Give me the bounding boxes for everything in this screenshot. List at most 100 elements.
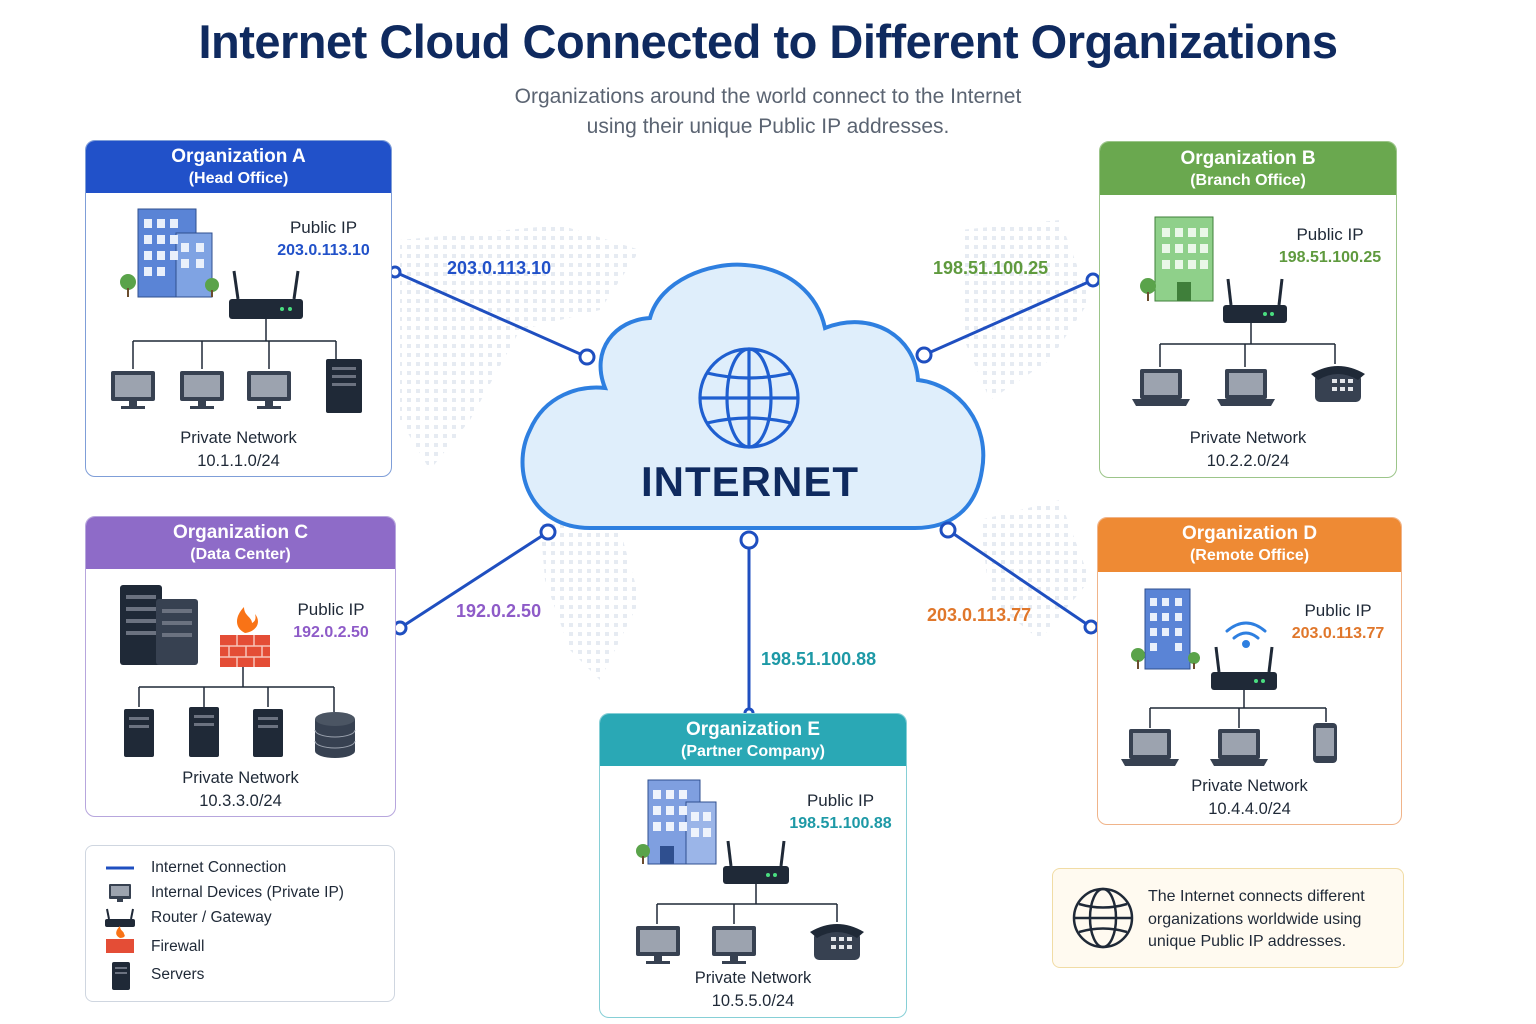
org-card-b: Organization B (Branch Office) Public IP… bbox=[1099, 141, 1397, 478]
laptop-icon bbox=[1210, 729, 1268, 766]
building-icon bbox=[1131, 588, 1200, 670]
legend-item-router: Router / Gateway bbox=[151, 909, 272, 926]
page-title: Internet Cloud Connected to Different Or… bbox=[198, 15, 1338, 68]
internet-label: INTERNET bbox=[641, 458, 859, 505]
legend-item-firewall: Firewall bbox=[151, 938, 205, 955]
building-icon bbox=[1140, 216, 1214, 302]
org-b-network bbox=[1132, 216, 1365, 406]
public-ip-label: Public IP bbox=[806, 791, 875, 810]
org-name: Organization E bbox=[685, 719, 821, 740]
org-role: (Partner Company) bbox=[680, 743, 826, 760]
globe-icon bbox=[1072, 887, 1134, 949]
public-ip-value: 192.0.2.50 bbox=[293, 624, 369, 641]
phone-icon bbox=[1311, 366, 1365, 402]
link-label-b: 198.51.100.25 bbox=[933, 258, 1049, 278]
info-note: The Internet connects different organiza… bbox=[1052, 868, 1404, 968]
server-icon bbox=[253, 709, 283, 757]
info-text: The Internet connects different organiza… bbox=[1148, 886, 1393, 954]
public-ip-block: Public IP 192.0.2.50 bbox=[276, 598, 386, 644]
private-network-value: 10.1.1.0/24 bbox=[197, 452, 280, 470]
link-label-e: 198.51.100.88 bbox=[761, 649, 877, 669]
link-label-d: 203.0.113.77 bbox=[927, 605, 1032, 625]
private-network-label: Private Network bbox=[182, 769, 299, 787]
monitor-icon bbox=[712, 926, 756, 964]
private-network-label: Private Network bbox=[180, 429, 297, 447]
public-ip-value: 203.0.113.10 bbox=[277, 242, 370, 259]
private-network-value: 10.2.2.0/24 bbox=[1206, 452, 1290, 470]
link-line-a bbox=[394, 270, 588, 359]
org-card-e: Organization E (Partner Company) Public … bbox=[599, 713, 907, 1018]
monitor-icon bbox=[111, 371, 155, 409]
public-ip-label: Public IP bbox=[1296, 225, 1364, 244]
public-ip-value: 203.0.113.77 bbox=[1291, 625, 1385, 642]
router-icon bbox=[1223, 278, 1287, 323]
info-text-line-3: unique Public IP addresses. bbox=[1148, 933, 1347, 950]
firewall-icon bbox=[220, 607, 270, 667]
legend-item-internal-devices: Internal Devices (Private IP) bbox=[151, 884, 344, 901]
firewall-icon bbox=[106, 926, 134, 953]
org-role: (Data Center) bbox=[190, 546, 291, 563]
building-icon bbox=[636, 779, 717, 865]
org-name: Organization C bbox=[172, 522, 309, 543]
org-header-d: Organization D (Remote Office) bbox=[1098, 518, 1401, 572]
private-network-block: Private Network 10.1.1.0/24 bbox=[86, 427, 391, 473]
public-ip-value: 198.51.100.25 bbox=[1278, 249, 1382, 266]
building-icon bbox=[120, 208, 219, 298]
org-role: (Remote Office) bbox=[1189, 547, 1310, 564]
org-role: (Branch Office) bbox=[1190, 172, 1306, 189]
org-role: (Head Office) bbox=[188, 170, 289, 187]
org-name: Organization D bbox=[1181, 523, 1318, 544]
org-d-network bbox=[1121, 588, 1337, 766]
router-icon bbox=[105, 908, 135, 927]
subtitle-line-1: Organizations around the world connect t… bbox=[514, 85, 1022, 108]
server-rack-icon bbox=[120, 585, 198, 665]
laptop-icon bbox=[1121, 729, 1179, 766]
legend-item-internet-connection: Internet Connection bbox=[151, 859, 287, 876]
globe-icon bbox=[698, 347, 800, 449]
legend: Internet Connection Internal Devices (Pr… bbox=[85, 845, 395, 1002]
info-text-line-2: organizations worldwide using bbox=[1148, 910, 1362, 928]
router-icon bbox=[229, 270, 303, 319]
router-icon bbox=[723, 840, 789, 884]
monitor-icon bbox=[180, 371, 224, 409]
public-ip-value: 198.51.100.88 bbox=[789, 815, 892, 832]
public-ip-label: Public IP bbox=[297, 600, 365, 619]
private-network-block: Private Network 10.5.5.0/24 bbox=[600, 967, 906, 1013]
public-ip-block: Public IP 203.0.113.77 bbox=[1283, 599, 1393, 645]
org-header-c: Organization C (Data Center) bbox=[86, 517, 395, 569]
link-line-d bbox=[947, 528, 1092, 629]
org-header-a: Organization A (Head Office) bbox=[86, 141, 391, 193]
public-ip-label: Public IP bbox=[289, 218, 358, 237]
legend-item-servers: Servers bbox=[151, 966, 205, 983]
private-network-label: Private Network bbox=[694, 969, 812, 987]
link-line-c bbox=[399, 530, 549, 630]
monitor-icon bbox=[109, 884, 131, 902]
database-icon bbox=[314, 712, 356, 758]
server-icon bbox=[189, 707, 219, 757]
monitor-icon bbox=[247, 371, 291, 409]
router-icon bbox=[1211, 646, 1277, 690]
wifi-icon bbox=[1225, 621, 1267, 648]
private-network-value: 10.5.5.0/24 bbox=[711, 992, 795, 1010]
org-name: Organization A bbox=[171, 146, 306, 167]
org-header-b: Organization B (Branch Office) bbox=[1100, 142, 1396, 195]
internet-cloud-icon bbox=[520, 262, 986, 530]
legend-icons bbox=[105, 866, 135, 990]
laptop-icon bbox=[1217, 369, 1275, 406]
org-card-d: Organization D (Remote Office) Public IP bbox=[1097, 517, 1402, 825]
mobile-icon bbox=[1313, 723, 1337, 763]
laptop-icon bbox=[1132, 369, 1190, 406]
private-network-label: Private Network bbox=[1191, 777, 1308, 795]
info-text-line-1: The Internet connects different bbox=[1148, 888, 1365, 905]
subtitle-line-2: using their unique Public IP addresses. bbox=[586, 115, 950, 138]
private-network-block: Private Network 10.4.4.0/24 bbox=[1098, 775, 1401, 821]
public-ip-block: Public IP 198.51.100.25 bbox=[1270, 223, 1390, 269]
private-network-value: 10.4.4.0/24 bbox=[1208, 800, 1291, 818]
org-c-network bbox=[120, 585, 356, 758]
link-line-b bbox=[923, 278, 1094, 357]
server-icon bbox=[326, 359, 362, 413]
org-header-e: Organization E (Partner Company) bbox=[600, 714, 906, 766]
private-network-value: 10.3.3.0/24 bbox=[199, 792, 282, 810]
link-label-c: 192.0.2.50 bbox=[456, 601, 542, 621]
